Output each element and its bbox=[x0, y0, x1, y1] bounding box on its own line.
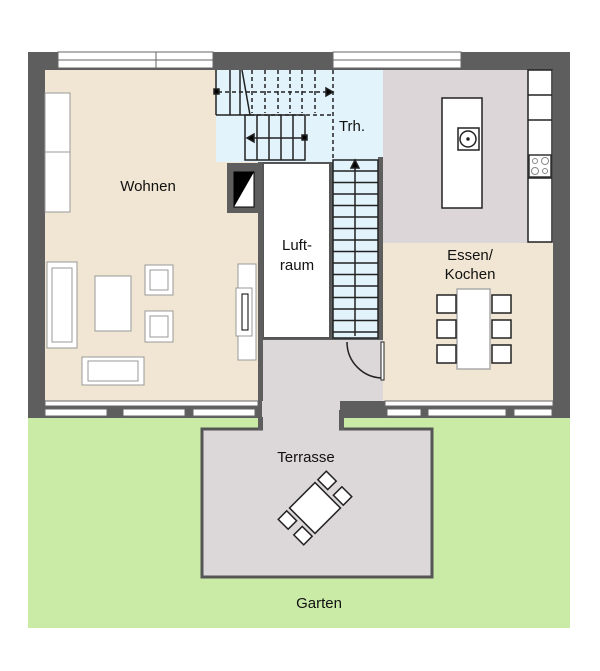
room-label-terrasse: Terrasse bbox=[277, 449, 335, 466]
stair-floor bbox=[216, 70, 383, 162]
window-top-right bbox=[332, 51, 462, 69]
stair-wall bbox=[378, 157, 383, 340]
stair-upper bbox=[213, 69, 335, 161]
window-bottom-left bbox=[44, 400, 259, 417]
door-leaf bbox=[380, 341, 385, 381]
kitchen-island bbox=[441, 97, 483, 209]
room-label-luftraum-2: raum bbox=[280, 257, 314, 274]
door-swing bbox=[346, 341, 384, 379]
dining-set bbox=[436, 288, 512, 370]
room-label-wohnen: Wohnen bbox=[120, 178, 176, 195]
hall-floor bbox=[263, 340, 383, 401]
coffee-table bbox=[94, 275, 132, 332]
chimney-shade bbox=[234, 172, 254, 207]
chair bbox=[436, 294, 457, 314]
dining-table bbox=[456, 288, 491, 370]
room-label-treppenhaus: Trh. bbox=[339, 118, 365, 135]
chair bbox=[436, 319, 457, 339]
terrace bbox=[200, 427, 434, 579]
arrow-up-icon bbox=[349, 158, 361, 169]
chair bbox=[491, 319, 512, 339]
chair bbox=[491, 344, 512, 364]
chair bbox=[491, 294, 512, 314]
living-furniture bbox=[44, 92, 257, 386]
path-inner bbox=[263, 420, 339, 432]
window-top-left bbox=[57, 51, 214, 69]
inner-wall bbox=[258, 200, 263, 417]
luftraum bbox=[262, 162, 331, 339]
kitchen-furniture bbox=[441, 69, 553, 243]
room-label-luftraum-1: Luft- bbox=[282, 237, 312, 254]
stair-main bbox=[332, 158, 379, 339]
terrace-table-set bbox=[277, 470, 353, 546]
path-edge bbox=[339, 410, 344, 430]
room-label-essen-1: Essen/ bbox=[447, 247, 494, 264]
window-bottom-right bbox=[384, 400, 554, 417]
chair bbox=[436, 344, 457, 364]
room-label-essen-2: Kochen bbox=[445, 266, 496, 283]
room-label-garten: Garten bbox=[296, 595, 342, 612]
path-edge bbox=[258, 417, 263, 430]
